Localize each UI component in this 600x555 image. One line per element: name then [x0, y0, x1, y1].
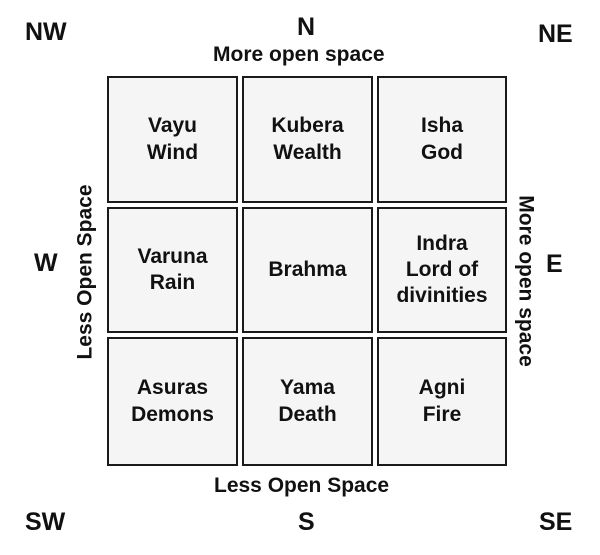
- direction-west-label: W: [34, 249, 58, 277]
- cell-text-line: Wealth: [273, 140, 342, 164]
- grid-cell-southeast: Agni Fire: [377, 337, 507, 466]
- right-edge-label: More open space: [514, 195, 538, 367]
- cell-text-line: Vayu: [147, 114, 198, 138]
- grid-cell-north: Kubera Wealth: [242, 76, 373, 203]
- top-edge-label: More open space: [213, 43, 385, 66]
- cell-text-line: Wind: [146, 140, 199, 164]
- grid-cell-east: Indra Lord of divinities: [377, 207, 507, 333]
- cell-text-line: Asuras: [136, 376, 209, 400]
- cell-text-line: God: [421, 140, 463, 164]
- cell-text-line: Lord of: [405, 257, 479, 281]
- grid-cell-west: Varuna Rain: [107, 207, 238, 333]
- bottom-edge-label: Less Open Space: [214, 474, 390, 497]
- cell-text-line: Rain: [149, 271, 196, 294]
- cell-text-line: Agni: [418, 376, 466, 400]
- cell-text-line: Isha: [420, 114, 464, 138]
- grid-cell-south: Yama Death: [242, 337, 373, 466]
- cell-text-line: Brahma: [268, 257, 347, 281]
- direction-northeast-label: NE: [538, 20, 573, 48]
- grid-cell-northwest: Vayu Wind: [107, 76, 238, 203]
- cell-text-line: Indra: [416, 231, 468, 255]
- cell-text-line: Varuna: [137, 244, 208, 268]
- cell-text-line: Fire: [422, 402, 462, 426]
- direction-southeast-label: SE: [539, 508, 573, 536]
- cell-text-line: Yama: [280, 376, 335, 400]
- vastu-grid: Vayu Wind Kubera Wealth Isha God Varuna …: [107, 76, 507, 466]
- cell-text-line: Kubera: [271, 114, 344, 138]
- grid-cell-center: Brahma: [242, 207, 373, 333]
- cell-text-line: divinities: [396, 284, 488, 308]
- direction-south-label: S: [298, 508, 315, 536]
- cell-text-line: Demons: [131, 402, 214, 426]
- direction-north-label: N: [297, 13, 316, 41]
- left-edge-label: Less Open Space: [73, 184, 97, 360]
- direction-northwest-label: NW: [25, 18, 67, 46]
- direction-east-label: E: [546, 250, 563, 278]
- grid-cell-northeast: Isha God: [377, 76, 507, 203]
- grid-cell-southwest: Asuras Demons: [107, 337, 238, 466]
- cell-text-line: Death: [278, 402, 337, 426]
- direction-southwest-label: SW: [25, 508, 66, 536]
